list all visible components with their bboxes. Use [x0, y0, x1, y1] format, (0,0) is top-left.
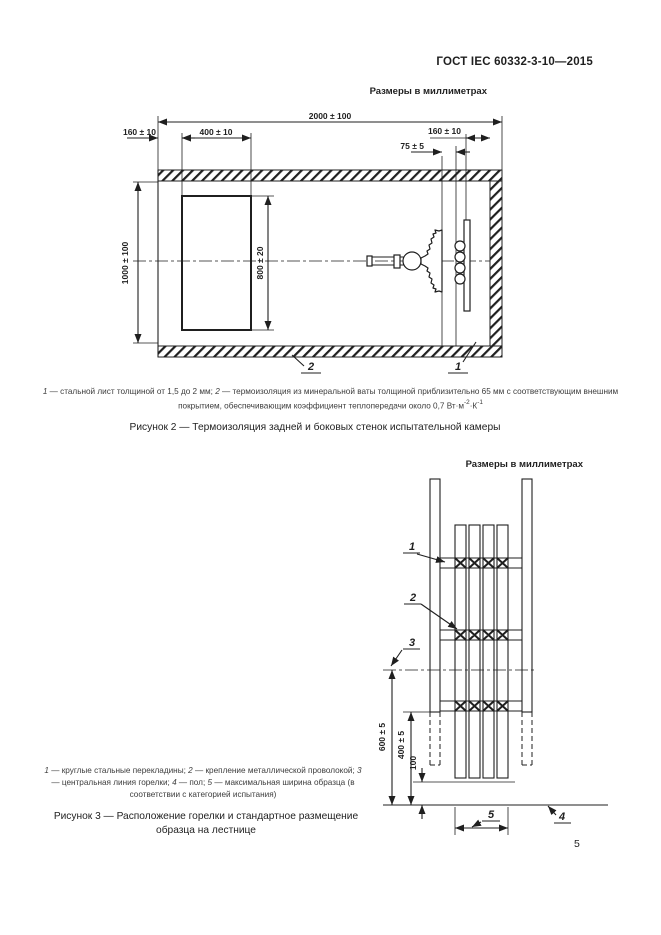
legend-item-text: — максимальная ширина образца (в соответ…	[129, 778, 355, 799]
callout-2-label: 2	[409, 592, 416, 604]
dim-total-width-label: 2000 ± 100	[309, 111, 352, 121]
legend-item-number: 5	[207, 778, 213, 787]
dimension-600: 600 ± 5	[377, 670, 396, 805]
dim-total-height-label: 1000 ± 100	[120, 241, 130, 284]
legend-item-number: 3	[357, 766, 362, 775]
dim-400-label: 400 ± 5	[396, 731, 406, 760]
figure3-callout-2: 2	[404, 592, 458, 630]
rung-cross-sections	[454, 240, 466, 285]
figure3-callout-5: 5	[471, 809, 500, 828]
dimensions-note-fig2: Размеры в миллиметрах	[369, 86, 487, 97]
burner-flame-spreader	[420, 229, 443, 293]
figure3-drawing: 600 ± 5 400 ± 5 100 1 2	[377, 478, 608, 835]
dim-opening-height-label: 800 ± 20	[255, 246, 265, 279]
legend-item-text: — крепление металлической проволокой;	[192, 766, 358, 775]
dimension-burner-gap: 75 ± 5	[400, 141, 470, 181]
callout-5-label: 5	[488, 809, 495, 821]
legend-item-number: 1	[42, 387, 48, 396]
legend-item-text: — центральная линия горелки;	[51, 778, 173, 787]
dimension-specimen-width	[454, 807, 509, 835]
figure2-callout-1: 1	[448, 341, 477, 374]
dimension-opening-width: 400 ± 10	[182, 127, 252, 196]
dimension-right-offset: 160 ± 10	[428, 126, 490, 220]
legend-superscript: -2	[464, 398, 470, 406]
figure3-callout-4: 4	[547, 805, 571, 824]
dimension-400: 400 ± 5	[396, 711, 432, 805]
figure2-callout-2: 2	[291, 354, 321, 374]
dimension-left-offset: 160 ± 10	[123, 127, 195, 196]
steel-sheet-opening	[181, 195, 252, 331]
dim-right-offset-label: 160 ± 10	[428, 126, 461, 136]
callout-2-label: 2	[307, 361, 314, 373]
ladder-rungs	[440, 557, 522, 712]
figure3-legend: 1 — круглые стальные перекладины; 2 — кр…	[44, 765, 362, 801]
burner-assembly	[366, 229, 443, 293]
figure3-caption: Рисунок 3 — Расположение горелки и станд…	[53, 811, 359, 836]
dimensions-note-fig3: Размеры в миллиметрах	[465, 459, 583, 470]
figure2-caption: Рисунок 2 — Термоизоляция задней и боков…	[129, 422, 501, 433]
wire-fastenings	[454, 557, 509, 712]
legend-item-number: 2	[188, 766, 193, 775]
legend-item-number: 1	[44, 766, 49, 775]
legend-item-text: — термоизоляция из минеральной ваты толщ…	[178, 387, 619, 411]
dim-opening-width-label: 400 ± 10	[199, 127, 232, 137]
dimension-100: 100	[408, 756, 515, 819]
callout-4-label: 4	[558, 811, 565, 823]
burner-ball-valve	[402, 251, 422, 271]
page-number: 5	[574, 838, 580, 850]
callout-3-label: 3	[409, 637, 415, 649]
document-header: ГОСТ IEC 60332-3-10—2015	[436, 56, 593, 68]
ladder-side-view	[441, 181, 471, 346]
legend-item-text: — круглые стальные перекладины;	[48, 766, 189, 775]
figure2-legend: 1 — стальной лист толщиной от 1,5 до 2 м…	[30, 386, 631, 412]
figure2-drawing: 2000 ± 100 160 ± 10 400 ± 10 160 ± 10 75…	[120, 111, 503, 374]
ladder-rails	[429, 478, 533, 766]
figure3-callout-3: 3	[390, 637, 420, 667]
figure3-callout-1: 1	[403, 541, 446, 563]
dim-600-label: 600 ± 5	[377, 723, 387, 752]
callout-1-label: 1	[409, 541, 415, 553]
legend-item-text: — пол;	[176, 778, 208, 787]
dim-burner-gap-label: 75 ± 5	[400, 141, 424, 151]
cable-specimens	[454, 524, 509, 779]
legend-item-text: — стальной лист толщиной от 1,5 до 2 мм;	[47, 387, 216, 396]
legend-item-text: ·К	[469, 401, 478, 411]
dimension-total-width: 2000 ± 100	[157, 111, 503, 170]
legend-item-number: 4	[172, 778, 177, 787]
dim-left-offset-label: 160 ± 10	[123, 127, 156, 137]
legend-item-number: 2	[215, 387, 220, 396]
legend-superscript: -1	[477, 398, 483, 406]
dim-100-label: 100	[408, 756, 418, 770]
dimension-opening-height: 800 ± 20	[251, 195, 274, 331]
chamber-insulation-walls	[157, 169, 503, 358]
callout-1-label: 1	[455, 361, 461, 373]
dimension-total-height: 1000 ± 100	[120, 181, 158, 344]
